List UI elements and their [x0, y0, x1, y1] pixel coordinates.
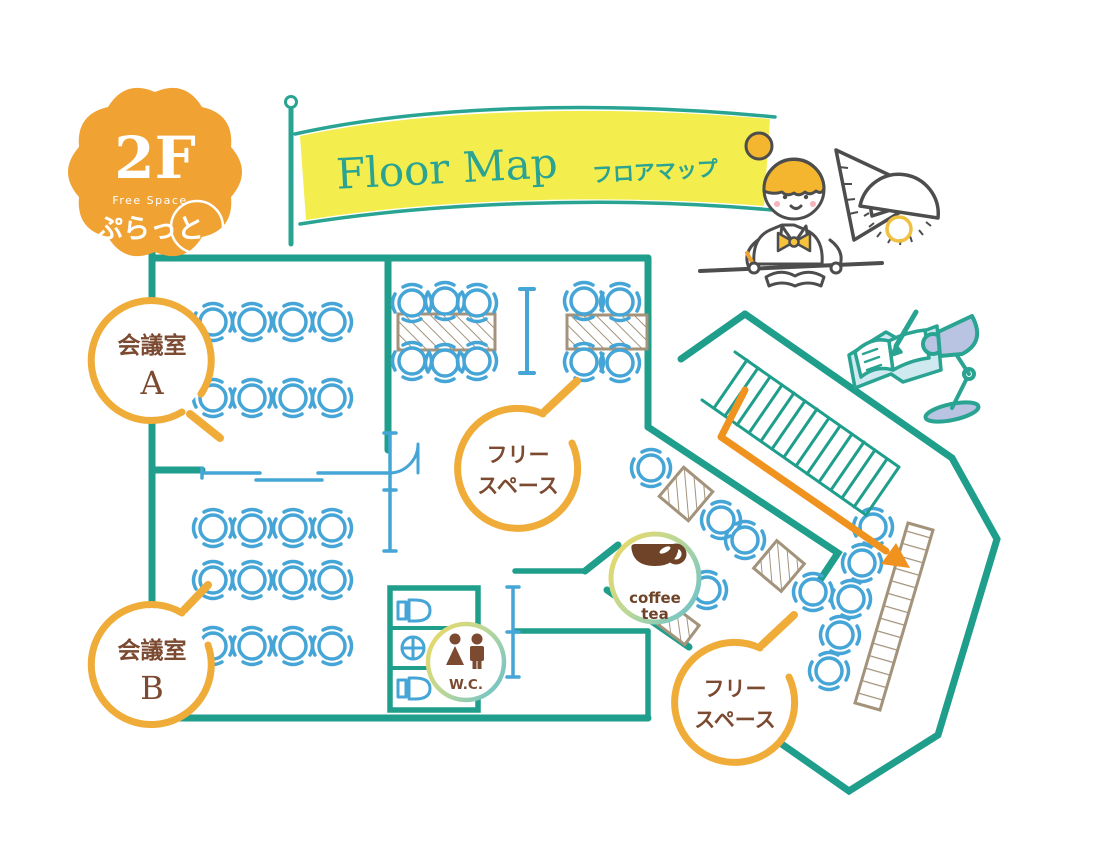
notebook-pen-icon: [847, 309, 943, 390]
restroom-people-icon: [446, 633, 484, 669]
doors-and-partitions: [200, 287, 536, 679]
floor-number: 2F: [114, 124, 196, 192]
meeting-room-a-label: 会議室 A: [87, 297, 224, 442]
banner-title: Floor Map: [335, 138, 559, 199]
desk-lamp-icon: [921, 314, 981, 424]
brand-ring: [169, 199, 225, 255]
open-book: [764, 270, 826, 288]
kiosk-wall-a: [581, 541, 622, 575]
outer-wall: [148, 254, 652, 722]
protractor-icon: [858, 172, 940, 246]
table-icon: [751, 538, 807, 594]
bow-tie: [776, 231, 812, 253]
wc-fixtures: [396, 598, 432, 701]
coffee-cup-icon: [631, 543, 687, 566]
floor-badge: 2F Free Space ぷらっと: [68, 87, 242, 257]
chairs-meeting-room-b: [191, 507, 354, 667]
meeting-room-b-label: 会議室 B: [87, 581, 215, 729]
free-space-annex-label: フリー スペース: [671, 611, 799, 766]
cafe-badge: coffee tea: [608, 531, 702, 625]
free-space-line2: スペース: [477, 474, 558, 498]
stair-cap-wall: [677, 310, 749, 363]
bangs: [762, 157, 826, 197]
toilet-icon: [396, 676, 432, 701]
sink-icon: [400, 635, 426, 661]
free-space-main-label: フリー スペース: [454, 377, 582, 532]
flag-banner-icon: Floor Map フロアマップ: [284, 95, 777, 247]
down-arrow-icon: [717, 386, 910, 568]
partition-icon: [518, 287, 536, 375]
wc-label: W.C.: [449, 677, 483, 693]
free-space-line1: フリー: [487, 443, 550, 467]
badge-space-type: Free Space: [112, 194, 187, 207]
table-icon: [657, 465, 715, 523]
room-b-name: 会議室: [118, 637, 187, 664]
pen-icon: [893, 309, 919, 349]
door-icon: [382, 431, 398, 553]
counter-icon: [853, 521, 935, 712]
chairs-meeting-room-a: [191, 301, 354, 419]
room-a-name: 会議室: [118, 332, 187, 359]
free-space-line2: スペース: [694, 708, 775, 732]
hair-bun: [744, 131, 774, 161]
cafe-line2: tea: [641, 605, 668, 623]
stair-upper-wall: [741, 310, 956, 462]
door-swing-icon: [387, 442, 420, 475]
room-b-letter: B: [140, 669, 164, 707]
free-space-line1: フリー: [704, 677, 767, 701]
cafe-line1: coffee: [629, 589, 681, 607]
desk-line: [698, 261, 884, 273]
wc-badge: W.C.: [425, 621, 507, 703]
toilet-icon: [396, 598, 432, 623]
annex-outer-wall: [696, 454, 1001, 796]
door-icon: [505, 585, 521, 679]
room-a-letter: A: [139, 364, 164, 402]
student-illustration: [698, 131, 884, 288]
sliding-door-icon: [200, 466, 390, 482]
brand-text: ぷらっと: [95, 214, 204, 245]
